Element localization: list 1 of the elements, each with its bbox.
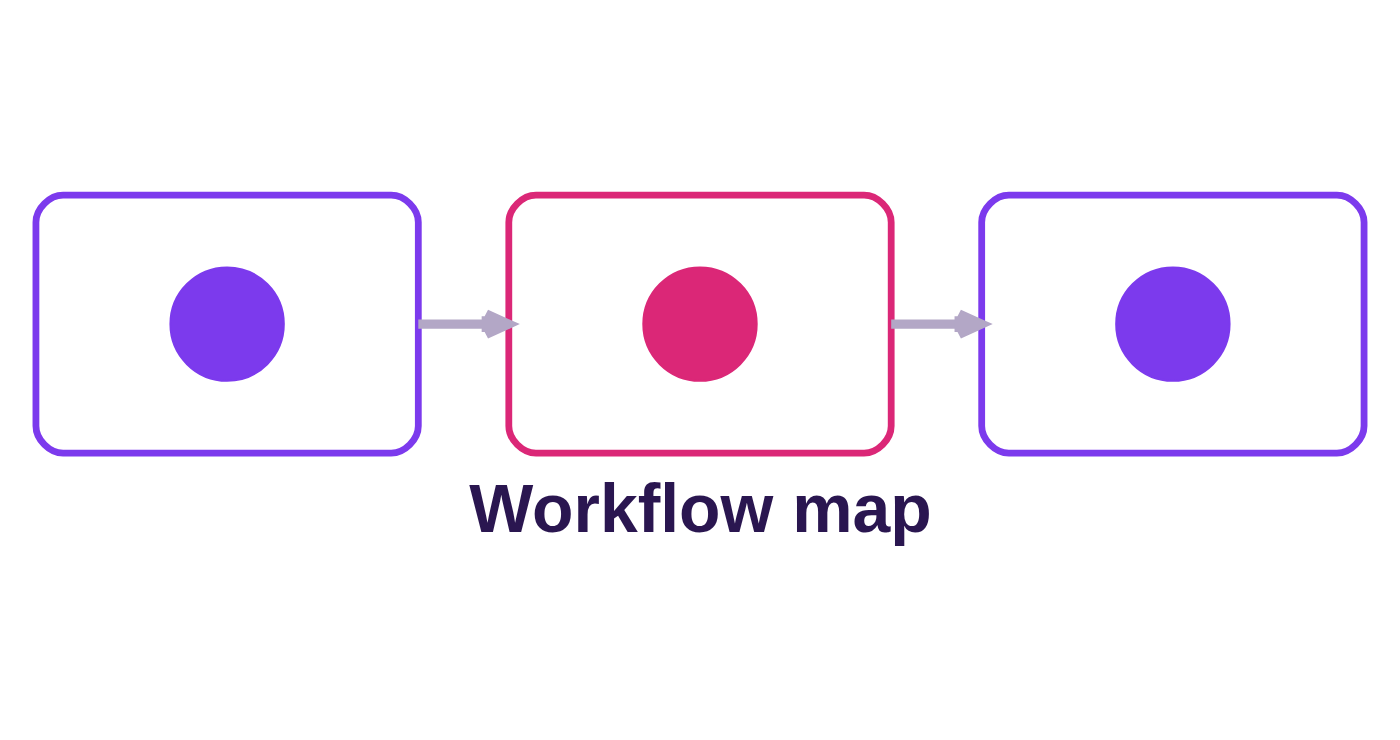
diagram-title: Workflow map <box>469 470 932 546</box>
